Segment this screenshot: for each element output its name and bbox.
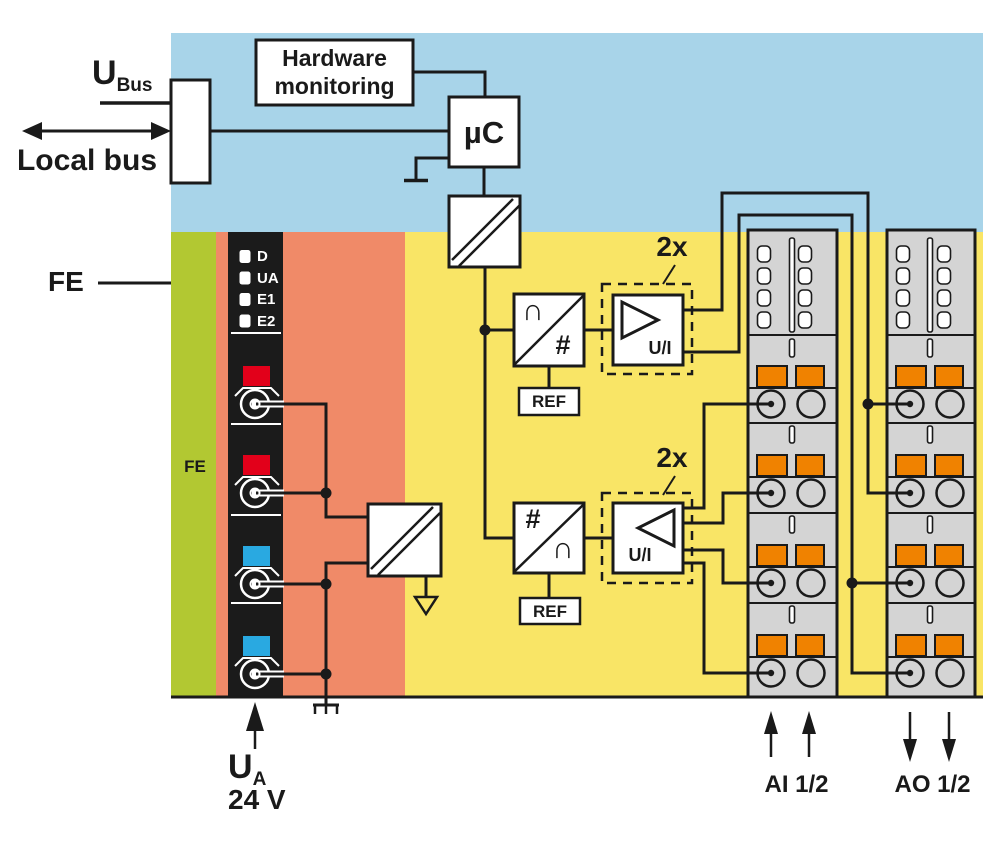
ui-bottom-label: U/I <box>628 545 652 565</box>
monitoring-to-uc-line <box>413 70 487 99</box>
dac-box <box>512 292 586 368</box>
led-label-e2: E2 <box>257 312 276 330</box>
ao-direction-arrows-icon <box>903 712 956 762</box>
fe-strip-label: FE <box>184 457 206 476</box>
microcontroller-label: µC <box>463 114 505 150</box>
ai-direction-arrows-icon <box>764 711 816 757</box>
chassis-ground-icon <box>313 697 339 714</box>
supply-minus-wire <box>324 561 369 705</box>
ref-bottom-label: REF <box>533 601 567 621</box>
ai-channels-label: AI 1/2 <box>764 771 829 798</box>
local-bus-label: Local bus <box>16 144 158 177</box>
uc-ground-line <box>414 156 449 179</box>
led-label-ua: UA <box>257 269 279 287</box>
local-bus-arrow-icon <box>22 122 171 140</box>
multiplier-pointer-top <box>662 264 676 285</box>
adc-digital-symbol: # <box>525 503 541 534</box>
dac-digital-symbol: # <box>555 329 571 360</box>
dac-analog-symbol: ∩ <box>522 294 544 327</box>
u-bus-label: UBus <box>92 54 153 97</box>
ua-supply-arrow-icon <box>246 702 264 749</box>
ua-voltage-label: 24 V <box>228 784 286 815</box>
ao-loop-inner <box>682 213 910 675</box>
isolator-top-box <box>447 194 522 269</box>
bus-connector-box <box>169 78 212 185</box>
microcontroller-box <box>447 95 521 169</box>
adc-box <box>512 501 586 575</box>
multiplier-pointer-bottom <box>662 475 676 496</box>
ai-wire-2 <box>682 491 771 525</box>
signal-ground-icon <box>412 576 440 617</box>
terminal-strip-ai <box>746 228 839 699</box>
ref-top-label: REF <box>532 392 566 411</box>
isolation-stripe-icon <box>370 506 441 576</box>
adc-analog-symbol: ∩ <box>552 532 574 565</box>
multiplier-bottom-label: 2x <box>656 442 688 473</box>
ai-wire-1 <box>682 402 771 510</box>
isolator-power-box <box>366 502 443 578</box>
digital-bus-line <box>483 266 515 540</box>
dashed-group-boxes <box>600 282 694 585</box>
clamp-icons <box>756 365 825 657</box>
supply-clamp-icons <box>243 366 270 656</box>
terminal-strip-ao <box>885 228 977 699</box>
junction-dots <box>320 324 914 680</box>
ui-top-label: U/I <box>648 338 672 358</box>
hardware-monitoring-box <box>254 38 415 107</box>
ai-wire-3 <box>682 548 771 585</box>
amplifier-triangle-icon <box>620 299 662 341</box>
fe-label: FE <box>48 266 84 297</box>
amp-top-box <box>611 293 685 367</box>
isolation-stripe-icon <box>451 198 521 267</box>
clamp-icons <box>895 365 964 657</box>
ref-bottom-box <box>518 596 582 626</box>
led-label-e1: E1 <box>257 291 276 308</box>
wires <box>40 70 910 705</box>
terminal-holes <box>756 389 826 688</box>
converter-diagonal <box>513 503 585 573</box>
ao-channels-label: AO 1/2 <box>894 771 971 798</box>
led-icons <box>239 250 251 328</box>
led-label-d: D <box>257 248 268 265</box>
hardware-monitoring-label: Hardware monitoring <box>274 45 395 99</box>
ai-wire-4 <box>682 561 771 675</box>
ref-top-box <box>517 386 581 417</box>
amplifier-triangle-icon <box>634 507 676 549</box>
supply-plus-wire <box>256 402 369 519</box>
vent-slots-icon <box>756 237 813 333</box>
power-connector-details <box>231 250 281 690</box>
multiplier-top-label: 2x <box>656 231 688 262</box>
converter-diagonal <box>513 294 585 366</box>
fe-ground-strip <box>171 232 216 698</box>
ua-supply-label: UA <box>228 748 267 791</box>
vent-slots-icon <box>895 237 952 333</box>
amp-bottom-box <box>611 501 685 575</box>
ao-loop-outer <box>682 191 910 495</box>
